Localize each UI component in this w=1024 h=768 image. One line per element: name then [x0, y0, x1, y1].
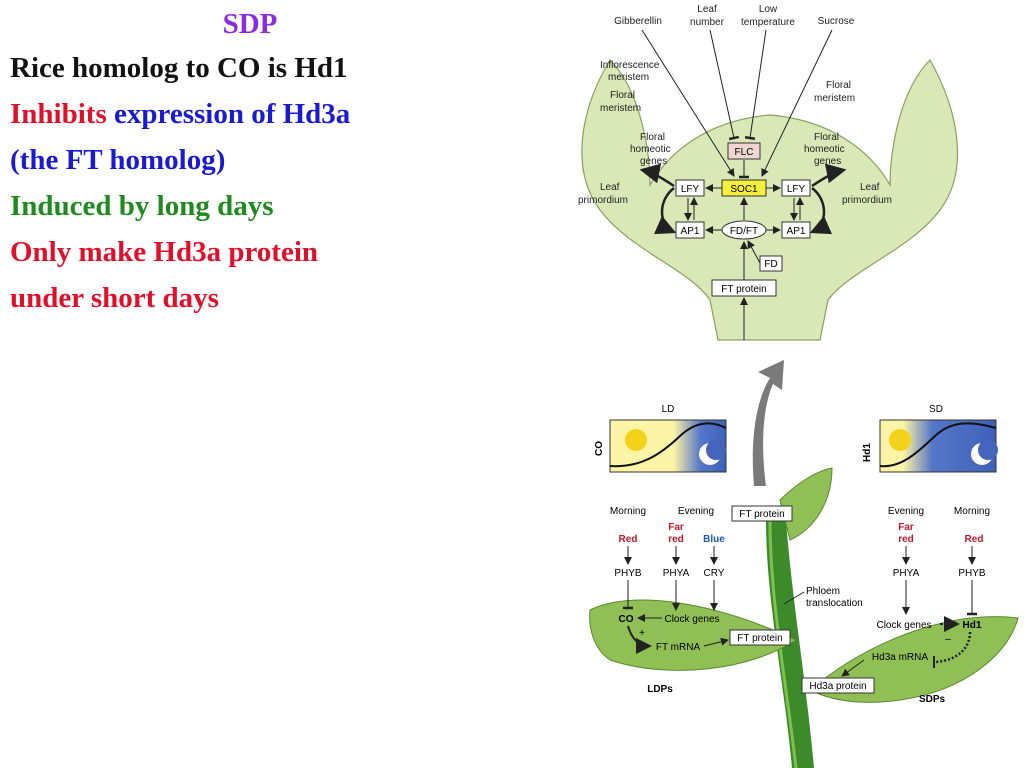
- upper-leaf: [779, 467, 833, 541]
- input-low-temp-1: Low: [759, 4, 778, 15]
- arrow-sucrose: [761, 29, 833, 177]
- sun-icon: [625, 429, 647, 451]
- flc-label: FLC: [735, 147, 754, 158]
- label-inflorescence-2: meristem: [608, 72, 649, 83]
- sdp-minus: –: [945, 634, 951, 645]
- label-homeotic-left-2: homeotic: [630, 144, 671, 155]
- hd1-expression-curve: [879, 422, 997, 468]
- flc-box: [727, 142, 761, 160]
- sdp-clock-genes: Clock genes: [876, 620, 931, 631]
- input-low-temp-2: temperature: [741, 17, 795, 28]
- label-primordium-left-1: Leaf: [600, 182, 620, 193]
- ldp-ft-protein-box: [729, 629, 791, 646]
- sdp-morning: Morning: [954, 506, 990, 517]
- label-floral-meristem-right-1: Floral: [826, 80, 851, 91]
- slide-title: SDP: [222, 8, 278, 40]
- sdp-hd3a-protein-label: Hd3a protein: [809, 681, 866, 692]
- text-line-hd3a: Only make Hd3a protein: [10, 236, 319, 268]
- sdp-hd3a-protein-box: [801, 677, 875, 694]
- sdp-label: SDPs: [919, 694, 946, 705]
- input-sucrose: Sucrose: [818, 16, 855, 27]
- ldp-morning: Morning: [610, 506, 646, 517]
- ldp-label: LDPs: [647, 684, 673, 695]
- sdp-evening: Evening: [888, 506, 924, 517]
- ldp-plus: +: [639, 628, 645, 639]
- input-leaf-number-1: Leaf: [697, 4, 717, 15]
- slide-text: SDP Rice homolog to CO is Hd1 Inhibits e…: [10, 8, 550, 321]
- text-line-ft-homolog: (the FT homolog): [10, 144, 226, 176]
- inhibits-word: Inhibits: [10, 98, 107, 130]
- co-axis-label: CO: [594, 441, 605, 456]
- sdp-phyb: PHYB: [958, 568, 986, 579]
- co-expression-curve: [609, 422, 727, 468]
- fd-label: FD: [764, 259, 777, 270]
- lfy-right-label: LFY: [787, 184, 806, 195]
- sdp-phya: PHYA: [893, 568, 920, 579]
- sd-panel-title: SD: [929, 404, 943, 415]
- phloem-label-1: Phloem: [806, 586, 840, 597]
- input-leaf-number-2: number: [690, 17, 725, 28]
- lfy-left-box: [675, 179, 705, 197]
- label-primordium-right-2: primordium: [842, 195, 892, 206]
- ldp-cry: CRY: [704, 568, 725, 579]
- soc1-label: SOC1: [730, 184, 758, 195]
- ldp-ft-mrna: FT mRNA: [656, 642, 701, 653]
- sun-icon-sd: [889, 429, 911, 451]
- text-line-hd1: Rice homolog to CO is Hd1: [10, 52, 348, 84]
- ldp-red: Red: [619, 534, 638, 545]
- sdp-far-red-2: red: [898, 534, 914, 545]
- ft-protein-top-label: FT protein: [721, 284, 766, 295]
- label-floral-meristem-left-2: meristem: [600, 103, 641, 114]
- ld-panel-title: LD: [662, 404, 675, 415]
- text-line-inhibits: Inhibits expression of Hd3a: [10, 91, 550, 137]
- inhibit-low-temp: [744, 29, 767, 140]
- lfy-left-label: LFY: [681, 184, 700, 195]
- fd-box: [759, 255, 783, 272]
- ldp-far-red-2: red: [668, 534, 684, 545]
- label-homeotic-left-1: Floral: [640, 132, 665, 143]
- text-line-long-days: Induced by long days: [10, 190, 274, 222]
- translocation-arrow: [752, 360, 784, 486]
- label-homeotic-right-2: homeotic: [804, 144, 845, 155]
- ldp-clock-genes: Clock genes: [664, 614, 719, 625]
- sdp-red: Red: [965, 534, 984, 545]
- ap1-right-label: AP1: [787, 226, 806, 237]
- phloem-label-2: translocation: [806, 598, 863, 609]
- ldp-phya: PHYA: [663, 568, 690, 579]
- label-primordium-right-1: Leaf: [860, 182, 880, 193]
- sdp-far-red-1: Far: [898, 522, 914, 533]
- label-homeotic-right-3: genes: [814, 156, 841, 167]
- flowering-diagram: Gibberellin Leaf number Low temperature …: [578, 4, 1019, 768]
- sdp-hd3a-mrna: Hd3a mRNA: [872, 652, 928, 663]
- expression-text: expression of Hd3a: [106, 98, 351, 130]
- sdp-hd1: Hd1: [963, 620, 982, 631]
- label-floral-meristem-left-1: Floral: [610, 90, 635, 101]
- label-homeotic-left-3: genes: [640, 156, 667, 167]
- stem-ft-protein-box: [731, 505, 793, 522]
- label-floral-meristem-right-2: meristem: [814, 93, 855, 104]
- label-inflorescence-1: Inflorescence: [600, 60, 660, 71]
- ldp-ft-protein-label: FT protein: [737, 633, 782, 644]
- lfy-right-box: [781, 179, 811, 197]
- ldp-evening: Evening: [678, 506, 714, 517]
- hd1-axis-label: Hd1: [862, 443, 873, 462]
- ldp-phyb: PHYB: [614, 568, 642, 579]
- stem-ft-protein-label: FT protein: [739, 509, 784, 520]
- input-gibberellin: Gibberellin: [614, 16, 662, 27]
- ldp-co: CO: [619, 614, 634, 625]
- inhibit-leaf-number: [709, 29, 740, 141]
- ldp-far-red-1: Far: [668, 522, 684, 533]
- fdft-label: FD/FT: [730, 226, 758, 237]
- label-homeotic-right-1: Floral: [814, 132, 839, 143]
- ldp-blue: Blue: [703, 534, 725, 545]
- text-line-short-days: under short days: [10, 282, 219, 314]
- shoot-meristem-shape: [581, 59, 959, 341]
- label-primordium-left-2: primordium: [578, 195, 628, 206]
- arrow-gibberellin: [641, 29, 735, 177]
- ap1-left-label: AP1: [681, 226, 700, 237]
